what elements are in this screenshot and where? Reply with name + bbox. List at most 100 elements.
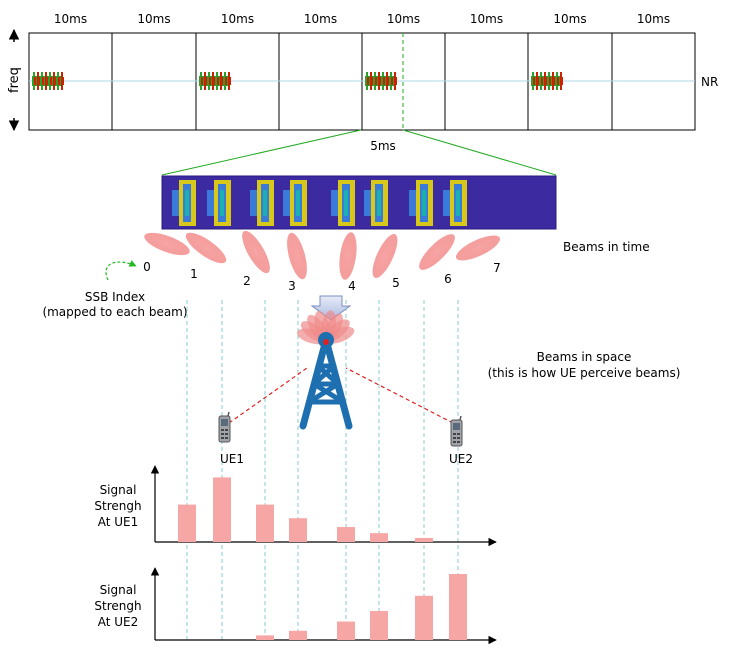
frame-label: 10ms (470, 12, 503, 26)
antenna-tower-icon (296, 310, 355, 430)
ue2-chart-label-line: At UE2 (98, 615, 139, 629)
ssb-block (207, 180, 231, 226)
frame-labels: 10ms 10ms 10ms 10ms 10ms 10ms 10ms 10ms (54, 12, 670, 26)
beam-index-label: 2 (243, 274, 251, 288)
phone-key (453, 441, 456, 443)
time-beam (242, 230, 270, 274)
signal-bar (256, 504, 274, 542)
phone-screen (221, 419, 228, 426)
beam-index-label: 3 (288, 279, 296, 293)
frame-grid (28, 32, 696, 131)
beam-index-label: 4 (348, 279, 356, 293)
ue2-phone-icon (450, 415, 463, 447)
ssb-burst-marker (365, 72, 397, 90)
phone-key (221, 437, 224, 439)
beams-in-time: 0 1 2 3 4 5 6 7 (143, 230, 501, 293)
signal-bar (337, 621, 355, 640)
beams-in-space-sub: (this is how UE perceive beams) (488, 366, 681, 380)
time-beam (144, 232, 190, 256)
beam-index-label: 7 (493, 261, 501, 275)
ue1-label: UE1 (220, 452, 244, 466)
signal-bar (449, 574, 467, 640)
frame-label: 10ms (137, 12, 170, 26)
signal-bar (289, 518, 307, 542)
signal-bar (415, 537, 433, 542)
frame-label: 10ms (387, 12, 420, 26)
time-beam (287, 232, 307, 280)
time-beam (185, 232, 227, 264)
ssb-block (172, 180, 196, 226)
beams-in-time-label: Beams in time (563, 240, 650, 254)
time-beam (339, 232, 357, 280)
beam-index-label: 1 (190, 267, 198, 281)
ue1-phone-icon (218, 411, 231, 443)
ue1-chart-label-line: At UE1 (98, 515, 139, 529)
signal-bar (289, 630, 307, 640)
frame-label: 10ms (553, 12, 586, 26)
frame-label: 10ms (221, 12, 254, 26)
frame-label: 10ms (637, 12, 670, 26)
ue-links (228, 367, 454, 424)
signal-bar (178, 504, 196, 542)
ue1-chart-label-line: Signal (100, 483, 137, 497)
signal-bar (337, 527, 355, 542)
phone-antenna (227, 411, 230, 417)
ssb-burst-marker (32, 72, 64, 90)
phone-key (225, 437, 228, 439)
phone-key (221, 433, 224, 435)
beam-guide-lines (186, 300, 459, 642)
ssb-block (331, 180, 355, 226)
ssb-block (250, 180, 274, 226)
freq-axis: freq (7, 28, 22, 132)
down-arrow-icon (310, 295, 352, 321)
ssb-block (443, 180, 467, 226)
phone-key (457, 437, 460, 439)
signal-bar (370, 610, 388, 640)
time-beam (372, 233, 398, 279)
ssb-burst-marker (531, 72, 563, 90)
ssb-index-sub: (mapped to each beam) (42, 305, 187, 319)
ue2-label: UE2 (449, 452, 473, 466)
beam-index-label: 6 (444, 272, 452, 286)
ssb-block (283, 180, 307, 226)
beam-index-label: 5 (392, 276, 400, 290)
ue2-chart-label-line: Strengh (94, 599, 141, 613)
ue1-chart-label-line: Strengh (94, 499, 141, 513)
phone-key (221, 429, 224, 431)
phone-key (457, 433, 460, 435)
tower-light (323, 339, 329, 345)
phone-key (225, 429, 228, 431)
ssb-burst-marker (199, 72, 231, 90)
ss-burst (161, 175, 557, 230)
frame-label: 10ms (54, 12, 87, 26)
ue2-chart-label-line: Signal (100, 583, 137, 597)
signal-bar (415, 595, 433, 640)
signal-chart-ue2 (150, 567, 497, 645)
phone-screen (453, 423, 460, 430)
tower-structure (299, 336, 353, 430)
ssb-index-annotation: SSB Index (mapped to each beam) (42, 260, 188, 319)
signal-bar (370, 533, 388, 542)
phone-key (453, 437, 456, 439)
nr-label: NR (701, 75, 718, 89)
signal-chart-ue1 (150, 465, 497, 547)
zoom-label: 5ms (370, 139, 396, 153)
zoom-indicator: 5ms (161, 129, 557, 176)
phone-key (457, 441, 460, 443)
signal-bar (213, 477, 231, 542)
phone-key (225, 433, 228, 435)
ssb-block (409, 180, 433, 226)
phone-antenna (459, 415, 462, 421)
signal-bar (256, 635, 274, 640)
time-beam (419, 234, 455, 270)
ue1-chart-label: Signal Strengh At UE1 (94, 483, 141, 529)
ue2-chart-label: Signal Strengh At UE2 (94, 583, 141, 629)
freq-label: freq (7, 67, 22, 93)
ssb-index-label: SSB Index (85, 290, 145, 304)
frame-label: 10ms (304, 12, 337, 26)
beam-index-label: 0 (143, 260, 151, 274)
ssb-block (364, 180, 388, 226)
beams-in-space-label: Beams in space (537, 350, 632, 364)
